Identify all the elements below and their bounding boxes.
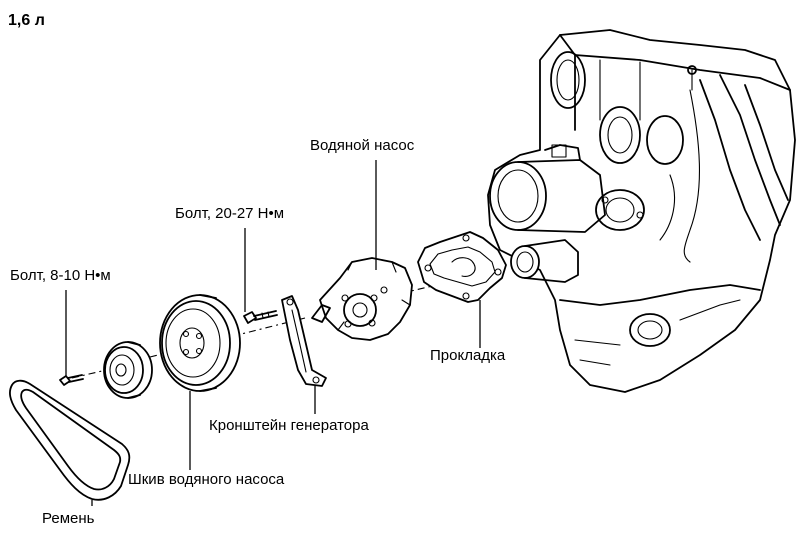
engine-block: [487, 29, 796, 393]
water-pump-part: [311, 257, 413, 341]
bolt-small-part: [59, 374, 84, 386]
small-pulley-part: [103, 341, 153, 399]
water-pump-pulley-part: [159, 294, 241, 392]
label-gasket: Прокладка: [430, 347, 506, 364]
bolt-large-part: [243, 310, 278, 324]
gasket-part: [417, 231, 507, 303]
leader-lines: [65, 160, 481, 506]
label-water-pump: Водяной насос: [310, 137, 415, 154]
diagram-title: 1,6 л: [8, 12, 45, 29]
label-alternator-bracket: Кронштейн генератора: [209, 417, 369, 434]
alternator-bracket-part: [281, 295, 327, 387]
label-bolt-small: Болт, 8-10 Н•м: [10, 267, 111, 284]
label-pump-pulley: Шкив водяного насоса: [128, 471, 285, 488]
belt-part: [9, 379, 131, 501]
label-bolt-large: Болт, 20-27 Н•м: [175, 205, 285, 222]
label-belt: Ремень: [42, 510, 95, 527]
